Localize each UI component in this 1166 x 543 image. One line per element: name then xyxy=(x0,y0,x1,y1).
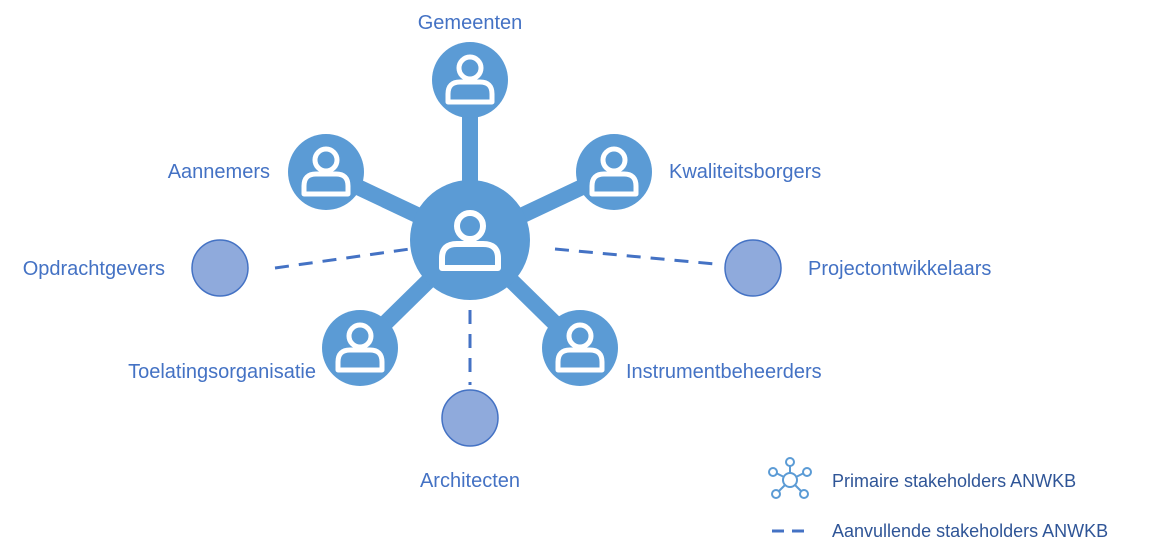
node-architecten xyxy=(441,389,499,447)
label-aannemers: Aannemers xyxy=(168,161,270,183)
dash-projectontwikkelaars xyxy=(554,247,716,266)
legend: Primaire stakeholders ANWKB Aanvullende … xyxy=(768,457,1108,541)
label-toelatingsorganisatie: Toelatingsorganisatie xyxy=(128,361,316,383)
legend-supplementary-label: Aanvullende stakeholders ANWKB xyxy=(832,521,1108,541)
supplementary-connectors xyxy=(274,247,716,385)
node-center xyxy=(410,180,530,300)
node-gemeenten xyxy=(432,42,508,118)
node-opdrachtgevers xyxy=(191,239,249,297)
node-kwaliteitsborgers xyxy=(576,134,652,210)
label-opdrachtgevers: Opdrachtgevers xyxy=(23,258,165,280)
label-projectontwikkelaars: Projectontwikkelaars xyxy=(808,258,991,280)
node-aannemers xyxy=(288,134,364,210)
label-gemeenten: Gemeenten xyxy=(418,12,523,34)
label-instrumentbeheerders: Instrumentbeheerders xyxy=(626,361,822,383)
node-instrumentbeheerders xyxy=(542,310,618,386)
network-icon xyxy=(768,457,812,499)
label-kwaliteitsborgers: Kwaliteitsborgers xyxy=(669,161,821,183)
label-architecten: Architecten xyxy=(420,470,520,492)
node-projectontwikkelaars xyxy=(724,239,782,297)
node-toelatingsorganisatie xyxy=(322,310,398,386)
dash-opdrachtgevers xyxy=(274,247,411,270)
legend-primary-label: Primaire stakeholders ANWKB xyxy=(832,471,1076,491)
